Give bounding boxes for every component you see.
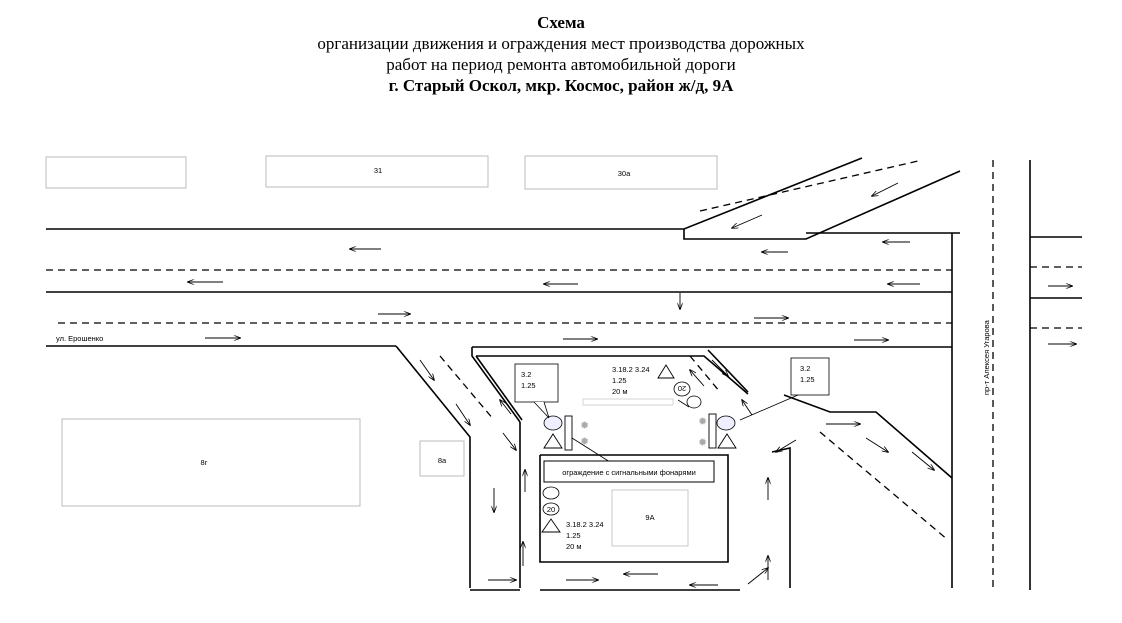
speed-limit-sign-icon: [542, 502, 560, 516]
left-sign-cluster: ✹ ✹: [543, 415, 589, 451]
top-sign-group: 20: [657, 364, 702, 409]
fence-barrier: [564, 415, 573, 451]
callout-bottom-line3: 20 м: [566, 542, 582, 551]
roadworks-triangle-icon: [541, 518, 561, 533]
callout-top-signs: 3.18.2 3.24 1.25 20 м: [612, 365, 650, 396]
speed-limit-value: 20: [547, 505, 555, 514]
fence-callout-label: ограждение с сигнальными фонарями: [562, 468, 696, 477]
speed-limit-sign-icon: [673, 381, 691, 397]
building-31: [265, 155, 489, 188]
callout-fence: ограждение с сигнальными фонарями: [543, 437, 715, 483]
callout-top-line1: 3.18.2 3.24: [612, 365, 650, 374]
building-8g-label: 8г: [201, 458, 208, 467]
signal-lamp-icon: ✹: [698, 416, 707, 428]
building-30a-label: 30а: [618, 169, 631, 178]
street-label-eroshenko: ул. Ерошенко: [56, 334, 103, 343]
title-block: Схема организации движения и ограждения …: [0, 12, 1122, 96]
callout-right-line2: 1.25: [800, 375, 815, 384]
signal-lamp-icon: ✹: [698, 437, 707, 449]
bottom-sign-group: 20: [541, 486, 561, 533]
street-label-ugarova: пр-т Алексея Угарова: [982, 319, 991, 395]
right-sign-cluster: ✹ ✹: [698, 413, 737, 449]
building-30a: [524, 155, 718, 190]
traffic-arrows: [188, 182, 1076, 585]
roadworks-triangle-icon: [717, 433, 737, 449]
callout-right-line1: 3.2: [800, 364, 810, 373]
title-heading: Схема: [537, 13, 585, 32]
callout-left-line2: 1.25: [521, 381, 536, 390]
building-31-label: 31: [374, 166, 382, 175]
roadworks-triangle-icon: [657, 364, 675, 379]
building-8a-label: 8а: [438, 456, 447, 465]
callout-left-3-2: 3.2 1.25: [514, 363, 559, 419]
speed-limit-value: 20: [678, 384, 686, 393]
building-9a: [611, 489, 689, 547]
callout-bottom-line2: 1.25: [566, 531, 581, 540]
signal-lamp-icon: ✹: [580, 436, 589, 448]
round-sign-icon: [543, 415, 563, 431]
callout-top-line2: 1.25: [612, 376, 627, 385]
roadworks-triangle-icon: [543, 433, 563, 449]
no-overtaking-sign-icon: [542, 486, 560, 500]
fence-barrier: [708, 413, 717, 449]
building-8a: [419, 440, 465, 477]
callout-bottom-signs: 3.18.2 3.24 1.25 20 м: [566, 520, 604, 551]
title-subtitle-2: работ на период ремонта автомобильной до…: [386, 55, 736, 74]
title-subtitle-1: организации движения и ограждения мест п…: [317, 34, 805, 53]
main-road: [46, 157, 1082, 348]
building-unnamed: [45, 156, 187, 189]
round-sign-icon: [716, 415, 736, 431]
callout-bottom-line1: 3.18.2 3.24: [566, 520, 604, 529]
callout-left-line1: 3.2: [521, 370, 531, 379]
building-8g: [61, 418, 361, 507]
title-location: г. Старый Оскол, мкр. Космос, район ж/д,…: [388, 76, 734, 95]
no-overtaking-sign-icon: [686, 395, 702, 409]
callout-pointer: [677, 399, 690, 408]
callout-right-3-2: 3.2 1.25: [739, 357, 830, 421]
avenue-ugarova: [951, 160, 1031, 590]
callout-top-line3: 20 м: [612, 387, 628, 396]
signal-lamp-icon: ✹: [580, 420, 589, 432]
work-zone: 9А: [475, 355, 749, 563]
building-9a-label: 9А: [645, 513, 654, 522]
